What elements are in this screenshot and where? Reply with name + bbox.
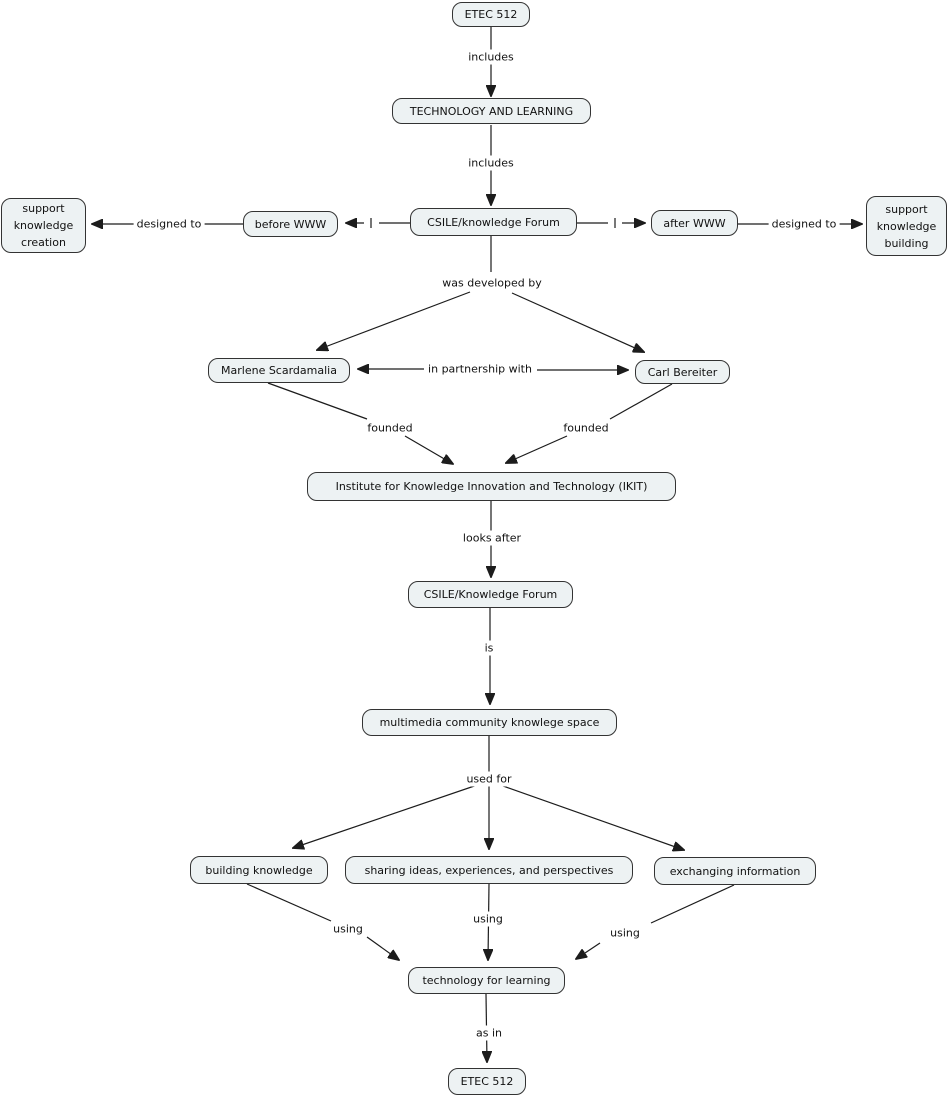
edge-label-designed-to-right[interactable]: designed to <box>768 216 840 232</box>
node-support-building[interactable]: support knowledge building <box>866 196 947 256</box>
edge-label-in-partnership-with[interactable]: in partnership with <box>425 361 535 377</box>
node-after-www[interactable]: after WWW <box>651 210 738 236</box>
edge-label-founded-left[interactable]: founded <box>364 420 416 436</box>
edge-label-using-right[interactable]: using <box>607 925 643 941</box>
node-ikit[interactable]: Institute for Knowledge Innovation and T… <box>307 472 676 501</box>
node-marlene[interactable]: Marlene Scardamalia <box>208 358 350 383</box>
edge-label-using-mid[interactable]: using <box>470 911 506 927</box>
edge-label-includes-1[interactable]: includes <box>465 49 517 65</box>
node-tech-learning[interactable]: TECHNOLOGY AND LEARNING <box>392 98 591 124</box>
node-tech-for-learning[interactable]: technology for learning <box>408 967 565 994</box>
node-csile-kf-2[interactable]: CSILE/Knowledge Forum <box>408 581 573 608</box>
node-etec512-top[interactable]: ETEC 512 <box>452 2 530 27</box>
connector-lines <box>92 27 862 1062</box>
edge-label-includes-2[interactable]: includes <box>465 155 517 171</box>
edge-label-as-in[interactable]: as in <box>473 1025 505 1041</box>
node-building-knowledge[interactable]: building knowledge <box>190 856 328 884</box>
edge-label-looks-after[interactable]: looks after <box>459 530 525 546</box>
node-exchanging-info[interactable]: exchanging information <box>654 857 816 885</box>
node-before-www[interactable]: before WWW <box>243 211 338 237</box>
edge-label-is[interactable]: is <box>481 640 497 656</box>
node-support-creation[interactable]: support knowledge creation <box>1 198 86 253</box>
node-csile-kf-1[interactable]: CSILE/knowledge Forum <box>410 208 577 236</box>
edge-label-founded-right[interactable]: founded <box>560 420 612 436</box>
edge-label-using-left[interactable]: using <box>330 921 366 937</box>
edge-label-was-developed-by[interactable]: was developed by <box>439 275 545 291</box>
edge-label-used-for[interactable]: used for <box>463 771 515 787</box>
node-sharing-ideas[interactable]: sharing ideas, experiences, and perspect… <box>345 856 633 884</box>
edge-label-designed-to-left[interactable]: designed to <box>133 216 205 232</box>
node-multimedia[interactable]: multimedia community knowlege space <box>362 709 617 736</box>
node-etec512-bottom[interactable]: ETEC 512 <box>448 1068 526 1095</box>
node-carl[interactable]: Carl Bereiter <box>635 360 730 384</box>
